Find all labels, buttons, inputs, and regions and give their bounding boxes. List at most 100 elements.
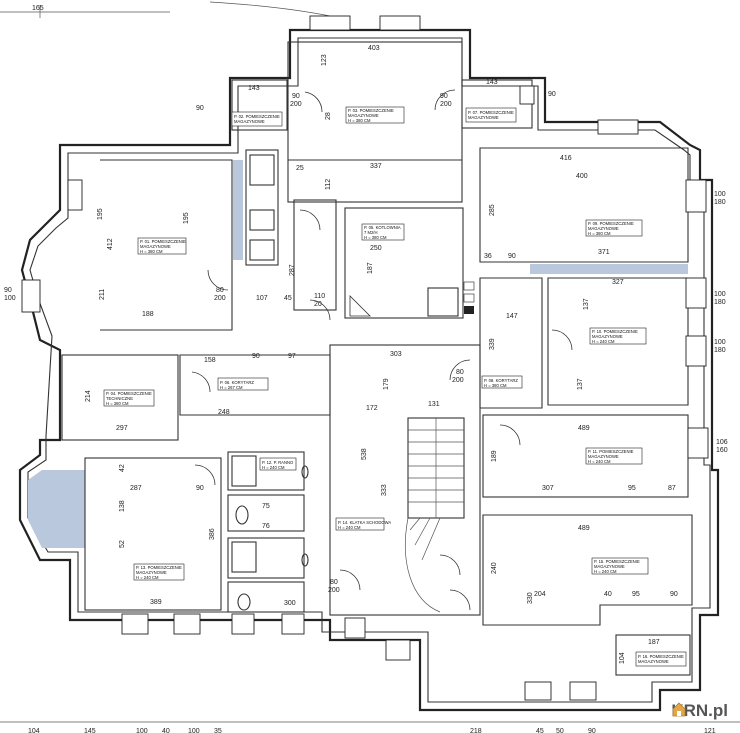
dim-ne-win-100: 100: [714, 191, 726, 198]
dim-nw-door-90: 90: [292, 93, 300, 100]
room-label-ne-big: [585, 219, 643, 237]
dim-sc-20: 20: [314, 301, 322, 308]
dim-n-h3: 112: [325, 179, 332, 190]
dim-sc-287: 287: [289, 264, 296, 276]
room-north-l1: P. 03. POMIESZCZENIE: [348, 108, 394, 113]
dim-ne-143: 143: [486, 79, 498, 86]
dim-wc-75: 75: [262, 503, 270, 510]
dim-n-h4: 25: [296, 165, 304, 172]
sw-window-2: [173, 613, 201, 635]
room-wc-l1: P. 12. P. RANNO: [262, 460, 294, 465]
dim-ce-door-80: 80: [456, 369, 464, 376]
outer-wall: [18, 28, 720, 712]
door-swing-central: [309, 299, 331, 321]
central-passage: [293, 199, 337, 311]
dim-n-width: 403: [368, 45, 380, 52]
ne-shade: [530, 264, 688, 274]
dim-w-188b: 188: [142, 311, 154, 318]
dim-sw-42: 42: [119, 464, 126, 472]
stair-window: [344, 617, 366, 639]
dim-n-h2: 28: [325, 112, 332, 120]
dim-nw-143: 143: [248, 85, 260, 92]
room-sw-l3: H = 240 CM: [136, 575, 159, 580]
dim-sc-187: 187: [367, 262, 374, 274]
room-tech-l1: P. 04. POMIESZCZENIE: [106, 391, 152, 396]
dim-st-door-80: 80: [330, 579, 338, 586]
room-label-stair: [335, 517, 385, 531]
dim-b-104: 104: [28, 728, 40, 733]
dim-m-248: 248: [218, 409, 230, 416]
dim-b-100b: 100: [188, 728, 200, 733]
door-swing-nw: [304, 91, 323, 113]
bathrooms: [227, 451, 309, 613]
door-swing-sw: [194, 464, 216, 486]
stair-hall: [329, 344, 481, 616]
se-window: [687, 427, 709, 459]
door-swing-e: [551, 329, 573, 351]
ne-window: [685, 179, 707, 213]
north-window-2: [379, 15, 421, 31]
dim-sc-110: 110: [314, 293, 325, 300]
dim-se3-187: 187: [648, 639, 660, 646]
dim-sw-138: 138: [119, 500, 126, 512]
dim-b-218: 218: [470, 728, 482, 733]
room-label-west: [137, 237, 187, 255]
dim-st-door-200: 200: [328, 587, 340, 594]
room-corridor-w-l1: P. 06. KORYTARZ: [220, 380, 254, 385]
dim-ne-door-200: 200: [440, 101, 452, 108]
dim-sw-389: 389: [150, 599, 162, 606]
dim-nw-door-200: 200: [290, 101, 302, 108]
dim-b-50: 50: [556, 728, 564, 733]
room-se1-l2: MAGAZYNOWE: [588, 454, 619, 459]
dim-se2-240: 240: [491, 562, 498, 574]
ne-big-room: [479, 147, 689, 263]
dim-ne-90: 90: [508, 253, 516, 260]
sw-room: [84, 457, 222, 611]
dim-ne-w3: 371: [598, 249, 610, 256]
dim-ne-w1: 416: [560, 155, 572, 162]
room-label-se2: [591, 557, 649, 575]
room-corridor-e-l2: H = 380 CM: [484, 383, 507, 388]
nw-small-room: [231, 79, 288, 131]
s-window-2: [569, 681, 597, 701]
dim-e-win2-100: 100: [714, 339, 726, 346]
room-stair-l2: H = 240 CM: [338, 525, 361, 530]
dim-se-307: 307: [542, 485, 554, 492]
dim-ne-win-180: 180: [714, 199, 726, 206]
dim-ce-door-200: 200: [452, 377, 464, 384]
dim-w-188: 195: [183, 212, 190, 224]
room-e-l1: P. 10. POMIESZCZENIE: [592, 329, 638, 334]
dim-e-win-100: 100: [714, 291, 726, 298]
room-corridor-e-l1: P. 08. KORYTARZ: [484, 378, 518, 383]
room-label-wc: [259, 457, 297, 471]
room-e-l2: MAGAZYNOWE: [592, 334, 623, 339]
room-tech-l3: H = 380 CM: [106, 401, 129, 406]
e-window-1: [685, 277, 707, 309]
dim-e-win2-180: 180: [714, 347, 726, 354]
boiler: [427, 287, 459, 317]
e-window-2: [685, 335, 707, 367]
room-label-corridor-e: [481, 375, 523, 389]
dim-ne-win-90: 90: [548, 91, 556, 98]
sw-window-1: [121, 613, 149, 635]
dim-w-win-100: 100: [4, 295, 16, 302]
room-se1-l1: P. 11. POMIESZCZENIE: [588, 449, 634, 454]
se-room-2: [482, 514, 693, 626]
room-label-boiler: [361, 223, 405, 241]
room-west-l1: P. 01. POMIESZCZENIE: [140, 239, 186, 244]
dim-se2-489: 489: [578, 525, 590, 532]
dim-e-win-180: 180: [714, 299, 726, 306]
room-se1-l3: H = 240 CM: [588, 459, 611, 464]
dim-se2-90: 90: [670, 591, 678, 598]
dim-sc-250: 250: [370, 245, 382, 252]
room-label-sw: [133, 563, 185, 581]
dim-m-97: 97: [288, 353, 296, 360]
sw-bay-shade: [28, 470, 85, 548]
dim-wc-300: 300: [284, 600, 296, 607]
door-swing-stair-3: [449, 589, 471, 611]
dim-sc-45: 45: [284, 295, 292, 302]
dim-w-door-80: 80: [216, 287, 224, 294]
staircase: [405, 417, 465, 613]
dim-ne-w2: 400: [576, 173, 588, 180]
